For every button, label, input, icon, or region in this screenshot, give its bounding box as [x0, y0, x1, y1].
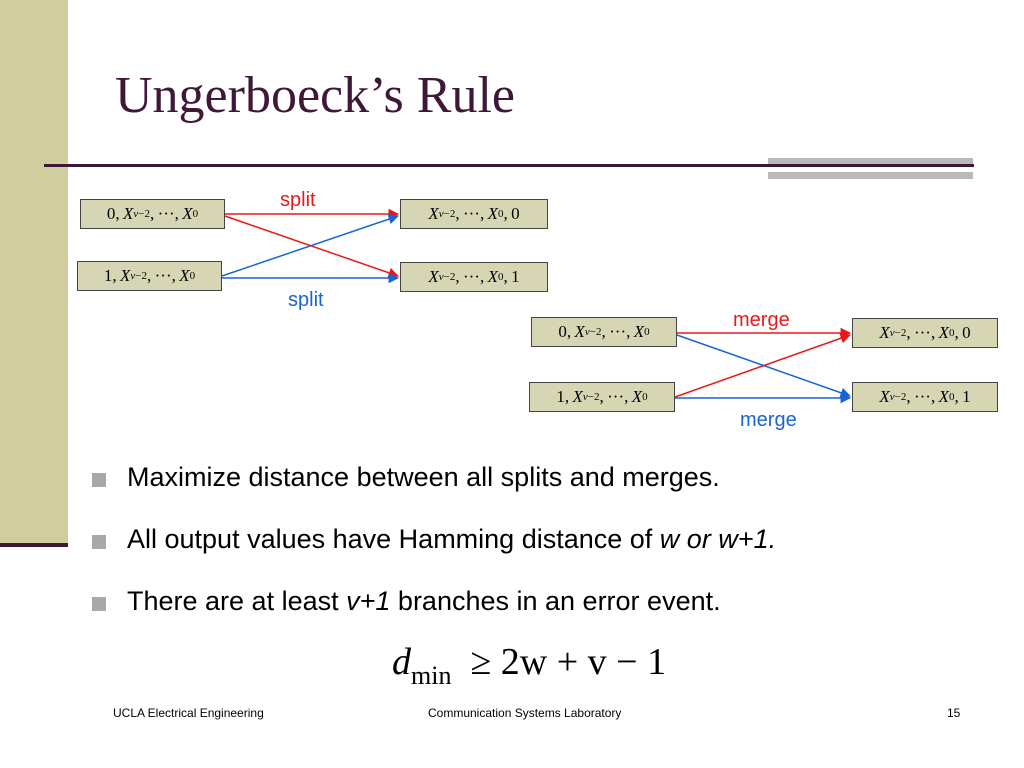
page-number: 15	[947, 706, 961, 720]
bullet-square-icon	[92, 535, 106, 549]
bullet-item: There are at least v+1 branches in an er…	[90, 586, 776, 648]
split-label-top: split	[280, 189, 316, 211]
slide-title: Ungerboeck’s Rule	[115, 67, 516, 124]
formula-subscript: min	[411, 661, 452, 690]
merge-label-bottom: merge	[740, 409, 797, 431]
bullet-square-icon	[92, 597, 106, 611]
footer-center: Communication Systems Laboratory	[428, 706, 622, 720]
split-label-bottom: split	[288, 289, 324, 311]
formula-lhs: d	[392, 641, 411, 683]
bullet-text: Maximize distance between all splits and…	[127, 462, 720, 492]
formula-rhs: ≥ 2w + v − 1	[470, 641, 667, 683]
footer-left: UCLA Electrical Engineering	[113, 706, 264, 720]
title-rule	[44, 164, 974, 167]
bullet-square-icon	[92, 473, 106, 487]
bullet-text: There are at least	[127, 586, 347, 616]
sidebar-rule	[0, 543, 68, 547]
bullet-text: All output values have Hamming distance …	[127, 524, 660, 554]
bullet-item: All output values have Hamming distance …	[90, 524, 776, 586]
merge-arrow-top-cross	[676, 334, 851, 398]
merge-label-top: merge	[733, 309, 790, 331]
bullet-italic-text: w or w+1.	[659, 524, 777, 554]
bullet-item: Maximize distance between all splits and…	[90, 462, 776, 524]
bullet-italic-text: v+1	[346, 586, 391, 616]
split-arrow-bottom-cross	[221, 214, 399, 277]
sidebar-decoration	[0, 0, 68, 546]
bullet-text-suffix: branches in an error event.	[390, 586, 721, 616]
bullet-list: Maximize distance between all splits and…	[90, 462, 776, 648]
title-accent-bars	[768, 158, 973, 179]
dmin-formula: dmin ≥ 2w + v − 1	[392, 640, 667, 690]
merge-arrow-bottom-cross	[674, 333, 851, 398]
